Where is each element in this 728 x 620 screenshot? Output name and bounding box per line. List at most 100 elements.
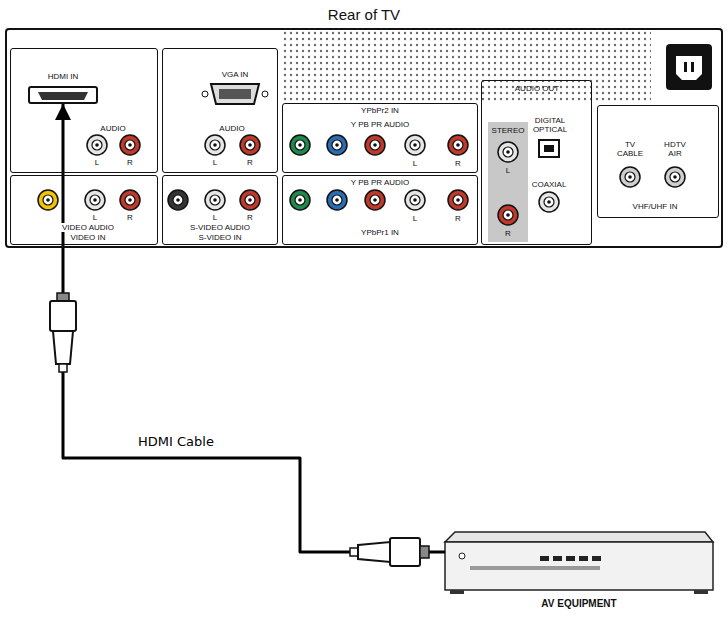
jack-pin [298, 143, 302, 147]
port-label: COAXIAL [532, 180, 567, 189]
jack-socket [245, 140, 255, 150]
jack-ring [365, 135, 385, 155]
jack-pin [456, 198, 460, 202]
jack-socket [245, 195, 255, 205]
jack-socket [410, 140, 420, 150]
rca-jack [448, 190, 468, 210]
hdmi-plug [350, 538, 429, 566]
jack-socket [43, 195, 53, 205]
jack-ring [365, 190, 385, 210]
jack-pin [248, 143, 252, 147]
rca-jack [120, 190, 140, 210]
jack-ring [498, 205, 518, 225]
jack-pin [506, 150, 510, 154]
hdmi-plug [50, 293, 76, 372]
optical-port [539, 140, 559, 157]
jack-ring [120, 135, 140, 155]
rca-jack [240, 190, 260, 210]
power-socket [666, 44, 712, 90]
jack-socket [125, 195, 135, 205]
jack-pin [213, 143, 217, 147]
ypbpr1-section: Y PB PR AUDIOLRYPbPr1 IN [282, 175, 478, 245]
jack-pin [335, 198, 339, 202]
rca-jack [87, 135, 107, 155]
antenna-section: TV CABLEHDTV AIRVHF/UHF IN [597, 105, 719, 218]
jack-socket [453, 140, 463, 150]
port-label: DIGITAL OPTICAL [525, 116, 575, 134]
rca-jack [85, 190, 105, 210]
rca-jack [539, 192, 559, 212]
jack-ring [405, 190, 425, 210]
jack-socket [625, 172, 635, 182]
cable-label: HDMI Cable [136, 434, 216, 449]
port-label: L [413, 214, 417, 223]
port-label: R [127, 213, 133, 222]
jack-pin [547, 200, 551, 204]
jack-ring [620, 167, 640, 187]
hdmi-port: HDMI IN [28, 86, 98, 104]
s-video-section: LRS-VIDEO AUDIOS-VIDEO IN [162, 175, 278, 245]
jack-pin [456, 143, 460, 147]
panel-ground [5, 28, 723, 248]
jack-socket [370, 140, 380, 150]
rca-jack [168, 190, 188, 210]
audio-out-section: AUDIO OUTSTEREOLRDIGITAL OPTICALCOAXIAL [481, 80, 592, 245]
vga-section: VGA INAUDIOLR [162, 48, 278, 173]
port-label: L [92, 213, 98, 222]
rca-jack [290, 190, 310, 210]
port-label: AUDIO [100, 124, 125, 133]
jack-ring [665, 167, 685, 187]
port-label: AUDIO [219, 124, 244, 133]
rca-jack [205, 190, 225, 210]
jack-socket [90, 195, 100, 205]
rca-jack [365, 135, 385, 155]
port-label: R [247, 158, 253, 167]
jack-pin [335, 143, 339, 147]
port-label: STEREO [492, 126, 525, 135]
jack-ring [120, 190, 140, 210]
port-label: Y PB PR AUDIO [351, 120, 410, 129]
port-label: Rear of TV [328, 6, 400, 24]
port-label: R [455, 159, 461, 168]
video-section: LRVIDEO AUDIOVIDEO IN [10, 175, 158, 245]
port-label: YPbPr2 IN [361, 106, 399, 115]
jack-socket [410, 195, 420, 205]
rca-jack [327, 135, 347, 155]
stereo-band [488, 122, 528, 242]
port-label: Y PB PR AUDIO [351, 178, 410, 187]
port-label: VIDEO IN [69, 233, 106, 242]
port-label: S-VIDEO IN [198, 233, 241, 242]
rca-jack [498, 205, 518, 225]
rca-jack [120, 135, 140, 155]
jack-socket [210, 140, 220, 150]
tv-rear-panel: Rear of TVAUDIOLRHDMI INVGA INAUDIOLRYPb… [5, 28, 723, 248]
jack-pin [176, 198, 180, 202]
vent-grille [283, 31, 651, 101]
port-label: S-VIDEO AUDIO [190, 223, 250, 232]
jack-socket [173, 195, 183, 205]
jack-ring [405, 135, 425, 155]
port-label: TV CABLE [612, 140, 648, 158]
jack-pin [413, 198, 417, 202]
jack-ring [327, 190, 347, 210]
jack-socket [210, 195, 220, 205]
jack-pin [93, 198, 97, 202]
jack-pin [128, 143, 132, 147]
port-label: VHF/UHF IN [633, 202, 678, 211]
jack-socket [453, 195, 463, 205]
rca-jack [665, 167, 685, 187]
rca-jack [498, 142, 518, 162]
jack-pin [46, 198, 50, 202]
rca-jack [38, 190, 58, 210]
vga-port [202, 84, 268, 104]
jack-ring [240, 190, 260, 210]
jack-socket [503, 210, 513, 220]
jack-ring [38, 190, 58, 210]
rca-jack [405, 190, 425, 210]
jack-ring [498, 142, 518, 162]
jack-socket [332, 140, 342, 150]
hdmi-slot [38, 92, 88, 100]
